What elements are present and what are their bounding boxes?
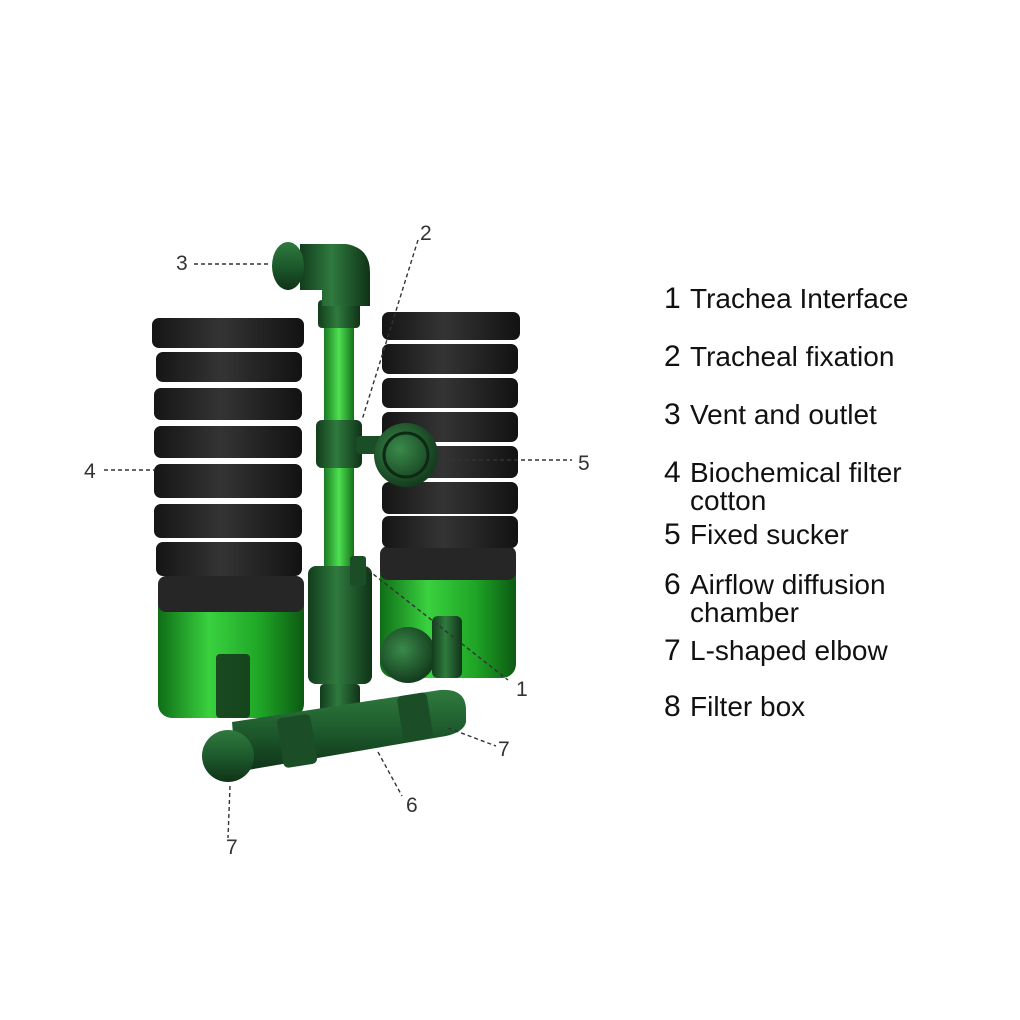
outlet-mouth	[272, 242, 304, 290]
legend-label: Filter box	[690, 691, 806, 722]
leader-6	[377, 751, 403, 797]
callout-4: 4	[84, 460, 96, 483]
legend-label: L-shaped elbow	[690, 635, 888, 666]
diffusion-chamber	[308, 566, 372, 684]
elbow-outlet	[300, 244, 370, 306]
legend-item-6: 6 Airflow diffusion chamber	[664, 568, 886, 627]
manifold-coupler	[277, 714, 317, 768]
leader-7a	[447, 727, 497, 747]
legend-label: Vent and outlet	[690, 399, 877, 430]
leader-2	[361, 239, 419, 421]
air-interface-stub	[350, 556, 366, 586]
elbow-left	[202, 730, 254, 782]
legend-number: 5	[664, 518, 681, 551]
leader-1	[367, 569, 509, 681]
legend-number: 6	[664, 568, 681, 601]
right-sponge-base	[380, 546, 516, 580]
fixed-sucker-lower	[380, 627, 436, 683]
manifold	[202, 689, 466, 782]
legend-number: 1	[664, 282, 681, 315]
lower-clip	[432, 616, 462, 678]
legend-item-3: 3 Vent and outlet	[664, 398, 877, 432]
callout-6: 6	[406, 794, 418, 817]
legend-number: 3	[664, 398, 681, 431]
callout-1: 1	[516, 678, 528, 701]
legend-item-7: 7 L-shaped elbow	[664, 634, 888, 668]
callout-7a: 7	[498, 738, 510, 761]
leader-7b	[227, 785, 231, 839]
legend-label: Fixed sucker	[690, 519, 849, 550]
tracheal-fixation-clip	[316, 420, 362, 468]
leader-lines	[104, 239, 572, 839]
legend-label: Biochemical filter cotton	[690, 457, 902, 516]
callout-7b: 7	[226, 836, 238, 859]
legend-label: Tracheal fixation	[690, 341, 895, 372]
left-sponge	[152, 318, 304, 576]
legend-number: 2	[664, 340, 681, 373]
legend-item-1: 1 Trachea Interface	[664, 282, 908, 316]
left-inner-fitting	[216, 654, 250, 718]
legend-item-5: 5 Fixed sucker	[664, 518, 849, 552]
legend-item-8: 8 Filter box	[664, 690, 805, 724]
legend-item-4: 4 Biochemical filter cotton	[664, 456, 902, 515]
left-sponge-base	[158, 576, 304, 612]
tube-collar-top	[318, 300, 360, 328]
callout-5: 5	[578, 452, 590, 475]
legend-number: 4	[664, 456, 681, 489]
legend-label: Airflow diffusion chamber	[690, 569, 886, 628]
manifold-coupler-right	[397, 692, 433, 742]
callout-3: 3	[176, 252, 188, 275]
legend-label: Trachea Interface	[690, 283, 909, 314]
sucker-upper-rim	[382, 431, 430, 479]
legend-number: 7	[664, 634, 681, 667]
legend-number: 8	[664, 690, 681, 723]
legend-item-2: 2 Tracheal fixation	[664, 340, 894, 374]
callout-2: 2	[420, 222, 432, 245]
left-filter	[152, 318, 304, 718]
